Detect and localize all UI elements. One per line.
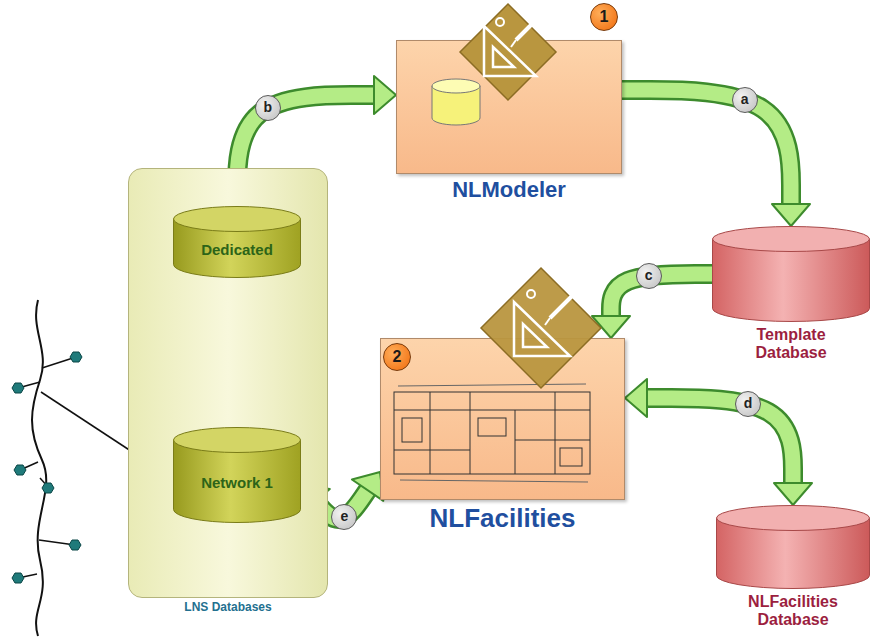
database-cylinder: NLFacilities Database bbox=[716, 505, 870, 589]
step-letter: b bbox=[255, 95, 281, 121]
cylinder-outline bbox=[712, 226, 870, 322]
arrow-head bbox=[374, 76, 396, 114]
arrow-head bbox=[625, 379, 647, 417]
arrow-body bbox=[647, 398, 793, 483]
arrow-outline bbox=[647, 398, 793, 483]
tool-box: NLFacilities bbox=[380, 338, 625, 500]
arrow-head bbox=[772, 204, 810, 226]
node-caption: NLFacilities bbox=[430, 503, 576, 534]
callout-number: 1 bbox=[590, 3, 618, 31]
node-label: Dedicated bbox=[201, 241, 273, 258]
network-trunk bbox=[32, 300, 46, 636]
step-letter: e bbox=[331, 504, 357, 530]
node-caption: LNS Databases bbox=[184, 600, 271, 614]
step-letter: c bbox=[636, 263, 662, 289]
node-caption: Template Database bbox=[731, 326, 851, 362]
arrow-head bbox=[352, 472, 383, 501]
database-cylinder: Dedicated bbox=[173, 206, 301, 278]
arrow-outline bbox=[611, 274, 712, 316]
step-letter: a bbox=[732, 87, 758, 113]
node-caption: NLFacilities Database bbox=[733, 593, 853, 629]
node-caption: NLModeler bbox=[452, 177, 566, 203]
database-cylinder: Template Database bbox=[712, 226, 870, 322]
database-cylinder: Network 1 bbox=[173, 427, 301, 523]
flow-arrow bbox=[622, 90, 810, 226]
arrow-outline bbox=[622, 90, 791, 204]
cylinder-outline bbox=[716, 505, 870, 589]
flow-arrow bbox=[625, 379, 812, 505]
callout-number: 2 bbox=[383, 343, 411, 371]
arrow-body bbox=[611, 274, 712, 316]
arrow-head bbox=[774, 483, 812, 505]
database-group: DedicatedNetwork 1LNS Databases bbox=[128, 168, 328, 598]
tool-box: NLModeler bbox=[396, 40, 622, 174]
arrow-head bbox=[592, 316, 630, 338]
network-device bbox=[12, 352, 82, 583]
arrow-body bbox=[622, 90, 791, 204]
node-label: Network 1 bbox=[201, 474, 273, 491]
